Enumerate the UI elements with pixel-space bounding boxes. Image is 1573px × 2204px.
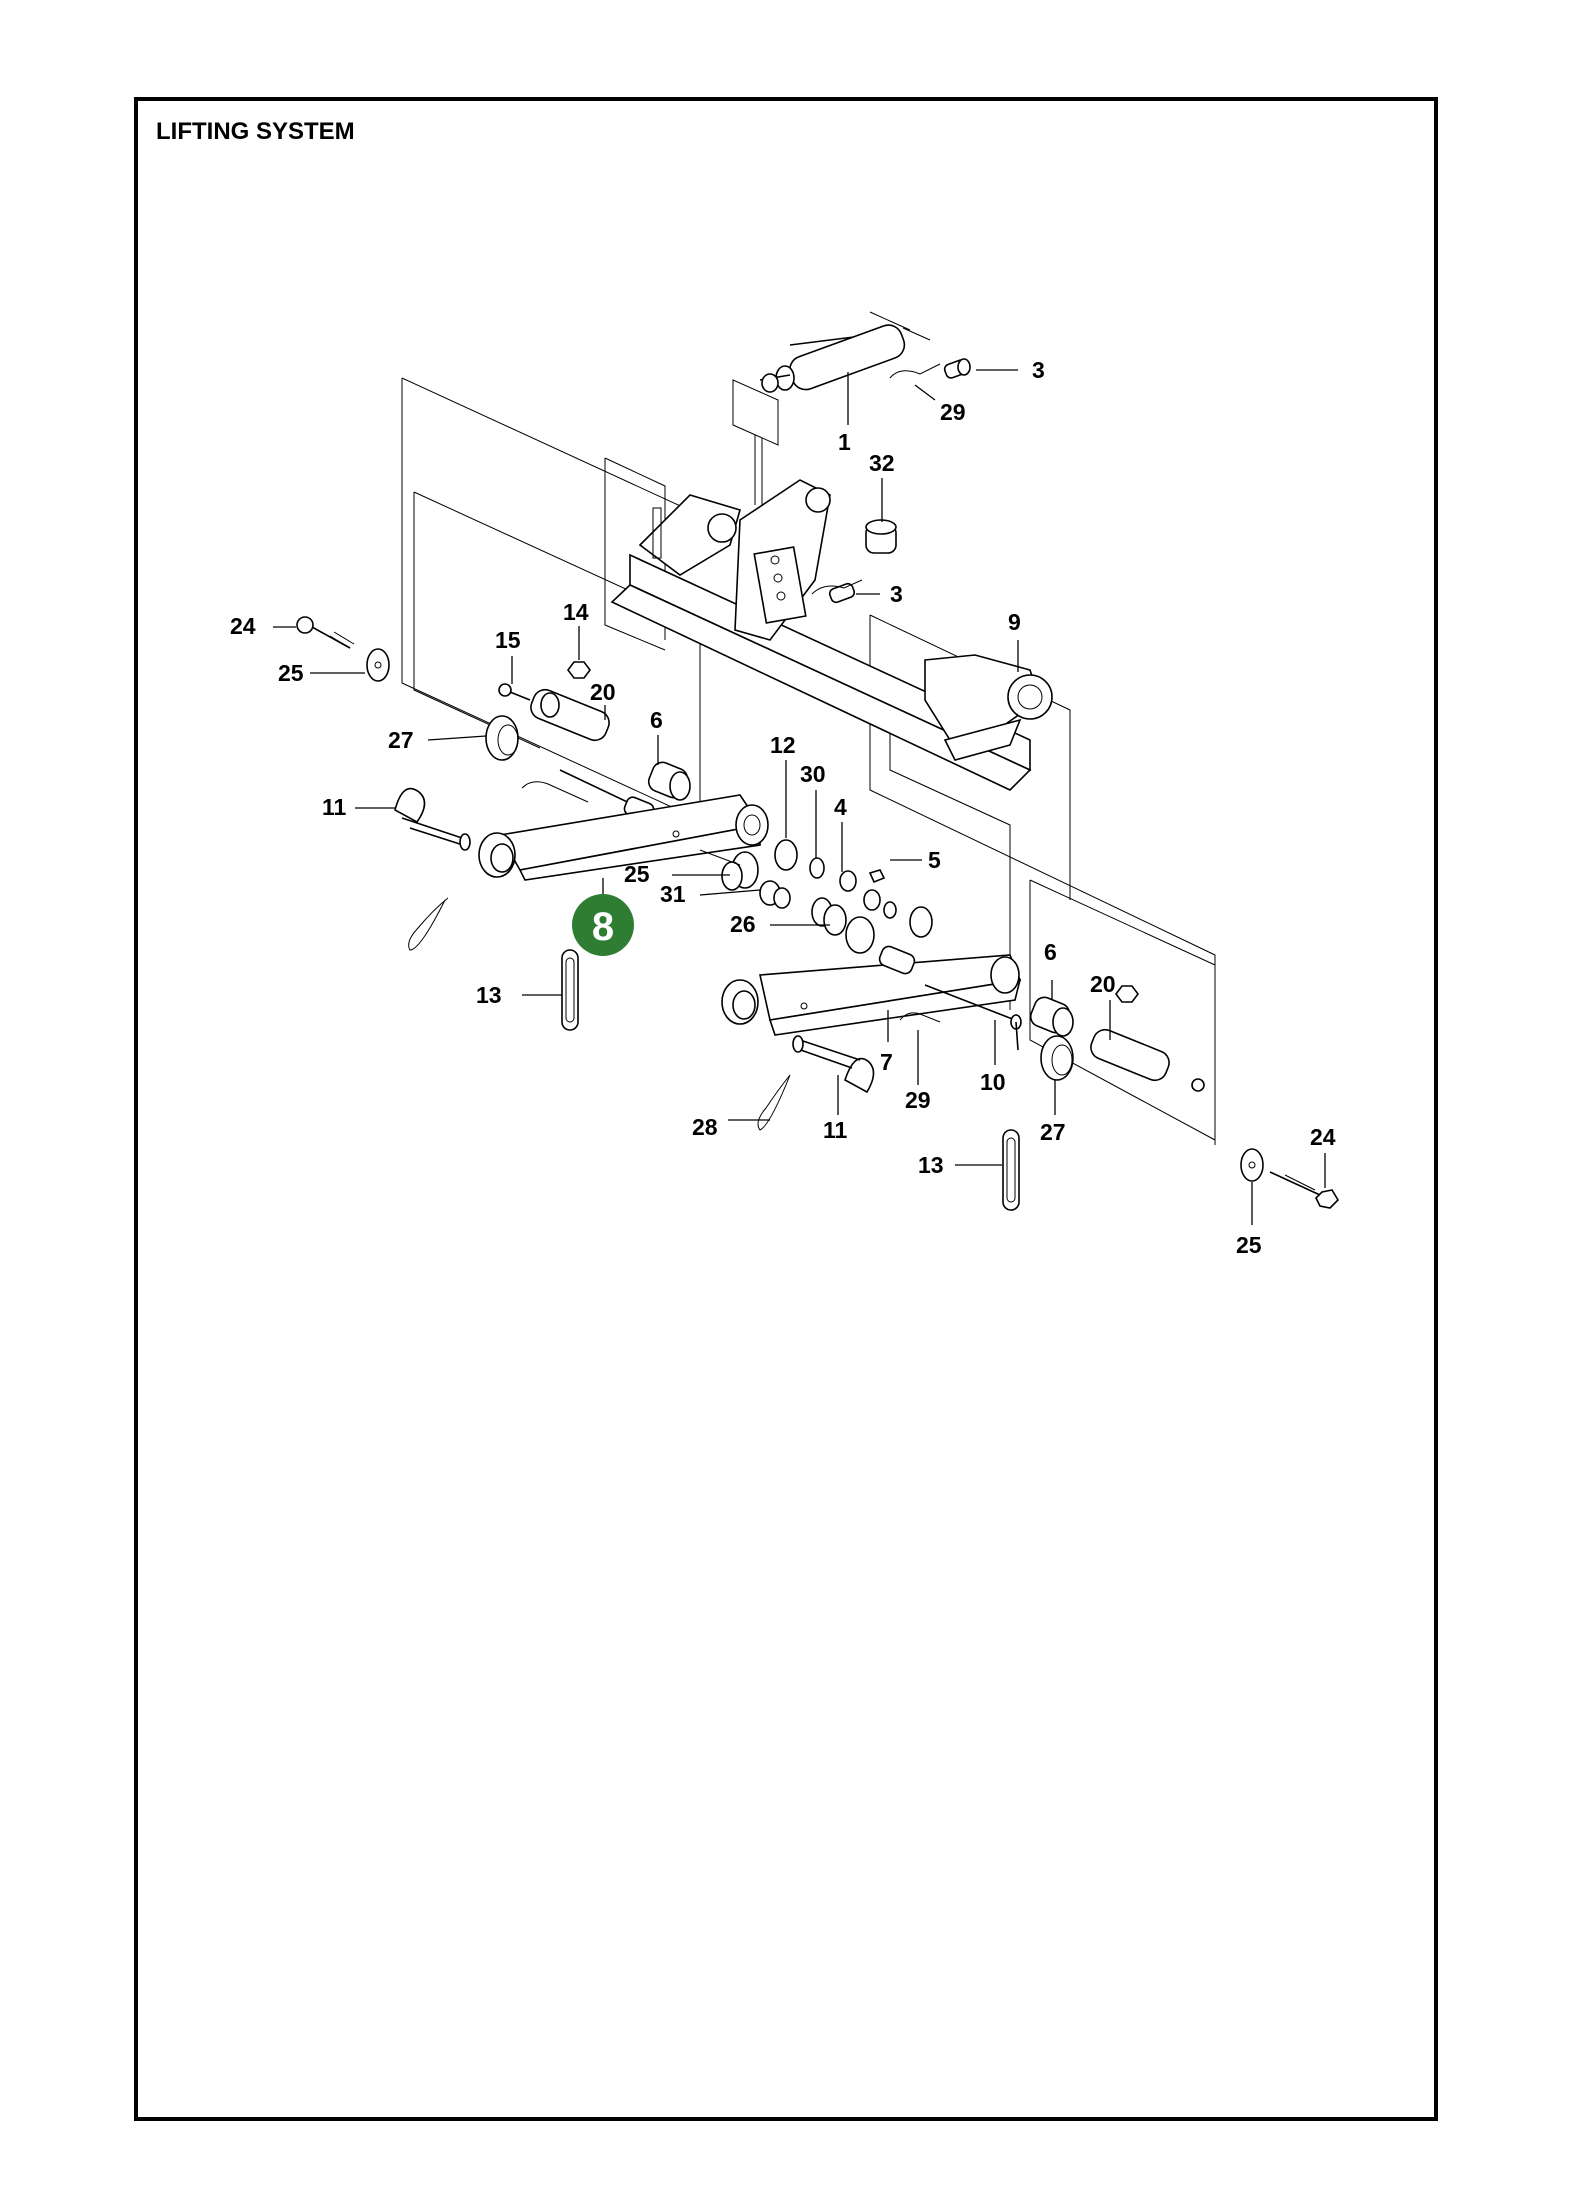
lift-frame bbox=[610, 479, 1053, 791]
pin-3-mid bbox=[811, 579, 863, 604]
bushing-6-left bbox=[647, 761, 691, 801]
bushing-32 bbox=[865, 519, 897, 554]
leader-lines bbox=[273, 369, 1326, 1225]
cylinder-mount-box bbox=[732, 379, 779, 508]
callout-27-right: 27 bbox=[1040, 1119, 1066, 1145]
callout-30: 30 bbox=[800, 761, 826, 787]
page-title: LIFTING SYSTEM bbox=[156, 118, 355, 145]
callout-13-left: 13 bbox=[476, 982, 502, 1008]
callout-28: 28 bbox=[692, 1114, 718, 1140]
callout-13-right: 13 bbox=[918, 1152, 944, 1178]
hydraulic-cylinder bbox=[759, 311, 931, 393]
lift-arm-right bbox=[721, 945, 1022, 1036]
callout-29-top: 29 bbox=[940, 399, 966, 425]
callout-3-mid: 3 bbox=[890, 581, 903, 607]
callout-1: 1 bbox=[838, 429, 851, 455]
bushing-6-right bbox=[1029, 996, 1074, 1037]
nut-14 bbox=[567, 661, 591, 679]
strap-13-left bbox=[561, 949, 579, 1031]
washer-25-left bbox=[366, 648, 390, 682]
callout-9: 9 bbox=[1008, 609, 1021, 635]
spacer-20-left bbox=[530, 688, 610, 742]
roller-27-right bbox=[1040, 1035, 1074, 1081]
badge-label: 8 bbox=[592, 905, 614, 949]
callout-14: 14 bbox=[563, 599, 589, 625]
callout-7: 7 bbox=[880, 1049, 893, 1075]
callout-24-right: 24 bbox=[1310, 1124, 1336, 1150]
lift-arm-left bbox=[478, 794, 769, 881]
callout-4: 4 bbox=[834, 794, 847, 820]
callout-5: 5 bbox=[928, 847, 941, 873]
diagram-frame bbox=[134, 97, 1438, 2121]
washer-25-right bbox=[1240, 1148, 1264, 1182]
bolt-24-left bbox=[296, 616, 355, 649]
callout-labels: 3 29 1 32 3 9 24 25 14 15 20 6 27 11 12 … bbox=[230, 357, 1336, 1258]
bolt-15 bbox=[498, 683, 531, 701]
callout-27-left: 27 bbox=[388, 727, 414, 753]
hair-pin-28 bbox=[757, 1074, 791, 1131]
callout-15: 15 bbox=[495, 627, 521, 653]
callout-11-left: 11 bbox=[322, 794, 347, 820]
callout-25-center: 25 bbox=[624, 861, 650, 887]
callout-24-left: 24 bbox=[230, 613, 256, 639]
callout-20-right: 20 bbox=[1090, 971, 1116, 997]
callout-1-3-top: 3 bbox=[1032, 357, 1045, 383]
spacer-20-right bbox=[1090, 985, 1205, 1092]
assembly-badge: 8 bbox=[572, 894, 634, 956]
callout-11-right: 11 bbox=[823, 1117, 848, 1143]
callout-31: 31 bbox=[660, 881, 686, 907]
strap-13-right bbox=[1002, 1129, 1020, 1211]
lock-pin-11-left bbox=[394, 787, 471, 851]
roller-27-left bbox=[485, 715, 519, 761]
washer-stack-center bbox=[699, 839, 933, 954]
callout-6-left: 6 bbox=[650, 707, 663, 733]
bolt-24-right bbox=[1269, 1171, 1340, 1209]
callout-25-right: 25 bbox=[1236, 1232, 1262, 1258]
callout-10: 10 bbox=[980, 1069, 1006, 1095]
callout-12: 12 bbox=[770, 732, 796, 758]
lock-pin-11-right bbox=[792, 1035, 875, 1094]
callout-29-bottom: 29 bbox=[905, 1087, 931, 1113]
hair-pin-left bbox=[408, 897, 449, 951]
callout-6-right: 6 bbox=[1044, 939, 1057, 965]
callout-25-left: 25 bbox=[278, 660, 304, 686]
rod-10-right bbox=[899, 984, 1022, 1051]
clevis-pin-3-top bbox=[889, 358, 971, 379]
callout-32: 32 bbox=[869, 450, 895, 476]
callout-26: 26 bbox=[730, 911, 756, 937]
callout-20-left: 20 bbox=[590, 679, 616, 705]
assembly-outline-right bbox=[869, 614, 1216, 1145]
